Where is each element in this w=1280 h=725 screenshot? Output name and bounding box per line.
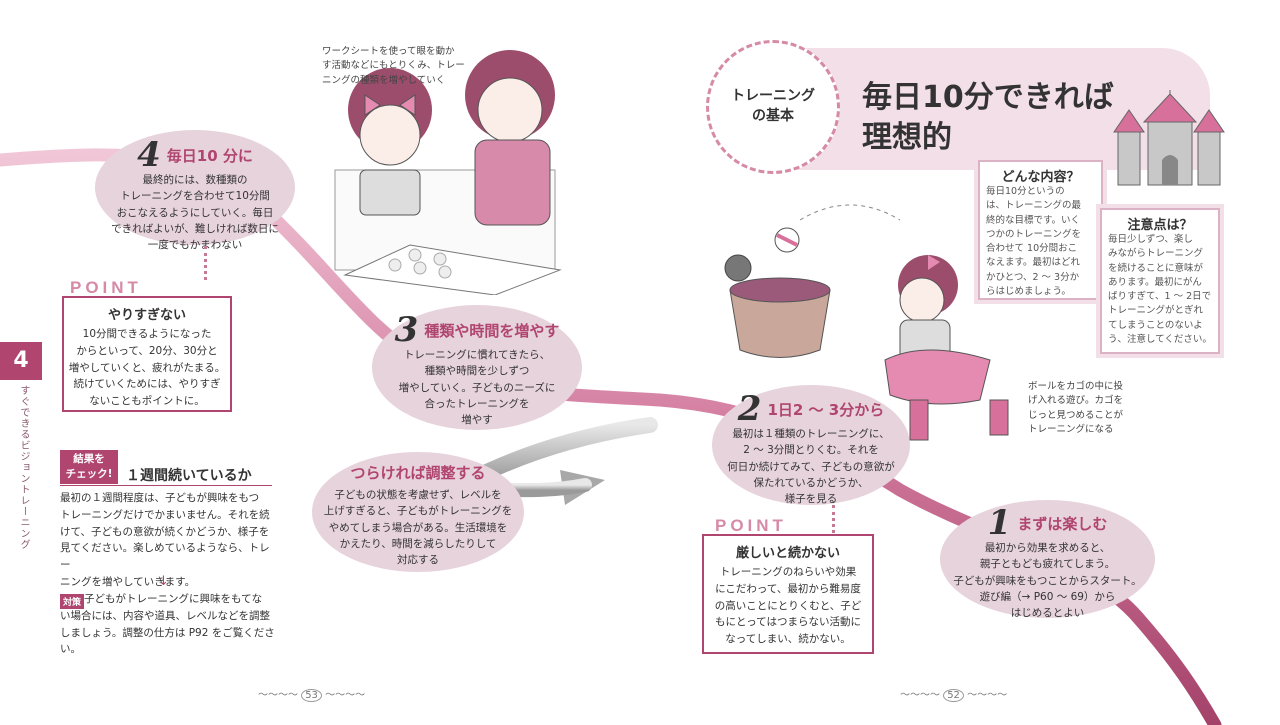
qa-box-1: どんな内容？ 毎日10分というの は、トレーニングの最 終的な目標です。いく つ… bbox=[974, 156, 1107, 304]
step-3-title: 種類や時間を増やす bbox=[424, 321, 560, 340]
step-1-oval: 1 まずは楽しむ 最初から効果を求めると、 親子ともども疲れてしまう。 子どもが興… bbox=[940, 500, 1155, 620]
point-2-title: 厳しいと続かない bbox=[735, 546, 840, 561]
step-1-body: 最初から効果を求めると、 親子ともども疲れてしまう。 子どもが興味をもつことから… bbox=[953, 542, 1142, 620]
point-box-1: やりすぎない 10分間できるようになった からといって、20分、30分と 増やし… bbox=[62, 296, 232, 412]
illustration-girl-basket bbox=[724, 204, 1009, 441]
step-1-title: まずは楽しむ bbox=[1017, 514, 1108, 533]
point-box-2: 厳しいと続かない トレーニングのねらいや効果 にこだわって、最初から難易度 の高… bbox=[702, 534, 874, 654]
header-circle-label: トレーニング の基本 bbox=[731, 88, 815, 124]
check-body: 最初の１週間程度は、子どもが興味をもつ トレーニングだけでかまいません。それを続… bbox=[60, 492, 270, 588]
point-label-2: POINT bbox=[715, 516, 787, 535]
step-2-oval: 2 1日2 〜 3分から 最初は１種類のトレーニングに、 2 〜 3分間とりくむ。… bbox=[712, 385, 910, 505]
castle-icon bbox=[1113, 90, 1225, 186]
chapter-number: 4 bbox=[13, 348, 29, 373]
page-title-line2: 理想的 bbox=[862, 120, 952, 155]
check-rule bbox=[60, 485, 272, 486]
check-arrow: ↓ bbox=[158, 574, 169, 589]
step-4-body: 最終的には、数種類の トレーニングを合わせて10分間 おこなえるようにしていく。… bbox=[111, 174, 279, 252]
header-circle: トレーニング の基本 bbox=[706, 40, 840, 174]
point-connector-1 bbox=[204, 246, 207, 280]
illustration-child-and-mother bbox=[334, 50, 562, 295]
step-3-oval: 3 種類や時間を増やす トレーニングに慣れてきたら、 種類や時間を少しずつ 増やし… bbox=[372, 305, 582, 430]
step-3-body: トレーニングに慣れてきたら、 種類や時間を少しずつ 増やしていく。子どものニーズ… bbox=[398, 349, 556, 427]
step-1-number: 1 bbox=[987, 503, 1012, 543]
point-2-body: トレーニングのねらいや効果 にこだわって、最初から難易度 の高いことにとりくむと… bbox=[714, 566, 862, 646]
qa-2-title: 注意点は？ bbox=[1127, 218, 1193, 233]
point-1-title: やりすぎない bbox=[107, 308, 186, 323]
check-badge: 結果を チェック! bbox=[60, 450, 118, 484]
chapter-tab-text: すぐできるビジョントレーニング bbox=[18, 385, 29, 550]
adjust-body: 子どもの状態を考慮せず、レベルを 上げすぎると、子どもがトレーニングを やめてし… bbox=[323, 489, 513, 567]
point-label-1: POINT bbox=[70, 278, 142, 297]
caption-right: ボールをカゴの中に投 げ入れる遊び。カゴを じっと見つめることが トレーニングに… bbox=[1028, 381, 1124, 435]
qa-2-body: 毎日少しずつ、楽し みながらトレーニング を続けることに意味が あります。最初に… bbox=[1108, 234, 1212, 345]
adjust-title: つらければ調整する bbox=[350, 464, 486, 482]
step-2-number: 2 bbox=[737, 389, 762, 429]
page-number-right: 〜〜〜〜 52 〜〜〜〜 bbox=[900, 689, 1008, 702]
step-4-number: 4 bbox=[137, 135, 161, 175]
adjust-oval: つらければ調整する 子どもの状態を考慮せず、レベルを 上げすぎると、子どもがトレ… bbox=[312, 452, 524, 572]
qa-box-2: 注意点は？ 毎日少しずつ、楽し みながらトレーニング を続けることに意味が あり… bbox=[1096, 204, 1224, 358]
step-2-body: 最初は１種類のトレーニングに、 2 〜 3分間とりくむ。それを 何日か続けてみて… bbox=[727, 428, 895, 506]
point-connector-2 bbox=[832, 505, 835, 533]
step-4-title: 毎日10 分に bbox=[166, 146, 253, 165]
qa-1-body: 毎日10分というの は、トレーニングの最 終的な目標です。いく つかのトレーニン… bbox=[986, 186, 1082, 297]
step-4-oval: 4 毎日10 分に 最終的には、数種類の トレーニングを合わせて10分間 おこなえ… bbox=[95, 130, 295, 251]
qa-1-title: どんな内容？ bbox=[1001, 170, 1080, 185]
check-title: １週間続いているか bbox=[126, 468, 252, 484]
caption-top: ワークシートを使って眼を動か す活動などにもとりくみ、トレー ニングの種類を増や… bbox=[322, 46, 465, 86]
page-number-left: 〜〜〜〜 53 〜〜〜〜 bbox=[258, 689, 366, 702]
taisaku-body: 子どもがトレーニングに興味をもてな い場合には、内容や道具、レベルなどを調整 し… bbox=[60, 593, 275, 656]
point-1-body: 10分間できるようになった からといって、20分、30分と 増やしていくと、疲れ… bbox=[68, 328, 226, 408]
page-title-line1: 毎日10分できれば bbox=[862, 80, 1114, 115]
step-3-number: 3 bbox=[394, 310, 419, 350]
step-2-title: 1日2 〜 3分から bbox=[767, 400, 885, 419]
chapter-tab: 4 bbox=[0, 342, 42, 380]
taisaku-label: 対策 bbox=[60, 594, 85, 609]
